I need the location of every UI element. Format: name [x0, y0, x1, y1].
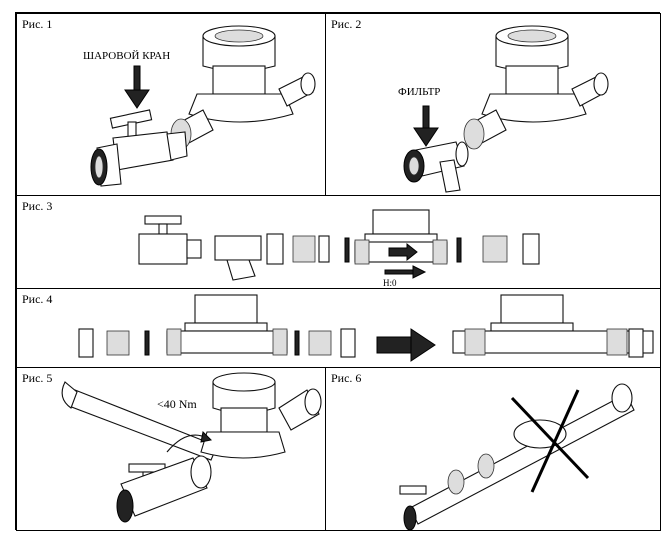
- figure-6-panel: Рис. 6: [325, 367, 661, 531]
- figure-4-panel: Рис. 4: [16, 288, 661, 368]
- ball-valve-illustration: [138, 215, 202, 265]
- figure-4-caption: Рис. 4: [22, 292, 53, 306]
- adapter-nut-illustration: [456, 233, 540, 265]
- figure-3-caption: Рис. 3: [22, 199, 53, 213]
- ball-valve-illustration: [116, 455, 212, 523]
- figure-2-caption: Рис. 2: [331, 17, 362, 31]
- exploded-assembly-illustration: [78, 294, 356, 358]
- torque-arrowhead-icon: [200, 430, 213, 443]
- figure-1-caption: Рис. 1: [22, 17, 53, 31]
- ball-valve-label: ШАРОВОЙ КРАН: [83, 50, 171, 62]
- flow-direction-label: H:0: [383, 278, 397, 288]
- figure-6-caption: Рис. 6: [331, 371, 362, 385]
- figure-3-panel: Рис. 3 H:0: [16, 195, 661, 289]
- right-arrow-icon: [384, 265, 427, 279]
- figure-1-panel: Рис. 1 ШАРОВОЙ КРАН: [16, 13, 326, 196]
- figure-1-drawing: [90, 25, 316, 187]
- installation-diagram-sheet: Рис. 1 ШАРОВОЙ КРАН: [15, 12, 661, 531]
- incorrect-assembly-illustration: [399, 383, 635, 530]
- cross-icon: [510, 389, 590, 493]
- figure-2-panel: Рис. 2 ФИЛЬТР: [325, 13, 661, 196]
- water-meter-illustration: [463, 25, 609, 150]
- down-arrow-icon: [124, 65, 150, 109]
- water-meter-illustration: [200, 372, 322, 459]
- water-meter-illustration: [354, 209, 448, 265]
- down-arrow-icon: [413, 105, 439, 147]
- figure-5-drawing: [61, 372, 322, 523]
- figure-3-drawing: [138, 209, 540, 281]
- filter-illustration: [214, 235, 262, 281]
- right-arrow-icon: [376, 328, 436, 362]
- figure-5-caption: Рис. 5: [22, 371, 53, 385]
- torque-limit-label: <40 Nm: [157, 397, 197, 411]
- filter-illustration: [403, 141, 469, 193]
- figure-5-panel: Рис. 5 <40 Nm: [16, 367, 326, 531]
- assembled-meter-illustration: [452, 294, 654, 358]
- figure-6-drawing: [399, 383, 635, 530]
- figure-2-drawing: [403, 25, 609, 193]
- filter-label: ФИЛЬТР: [398, 86, 441, 98]
- ball-valve-illustration: [90, 109, 188, 187]
- figure-4-drawing: [78, 294, 654, 362]
- adapter-nut-illustration: [266, 233, 350, 265]
- wrench-illustration: [61, 381, 218, 461]
- water-meter-illustration: [170, 25, 316, 150]
